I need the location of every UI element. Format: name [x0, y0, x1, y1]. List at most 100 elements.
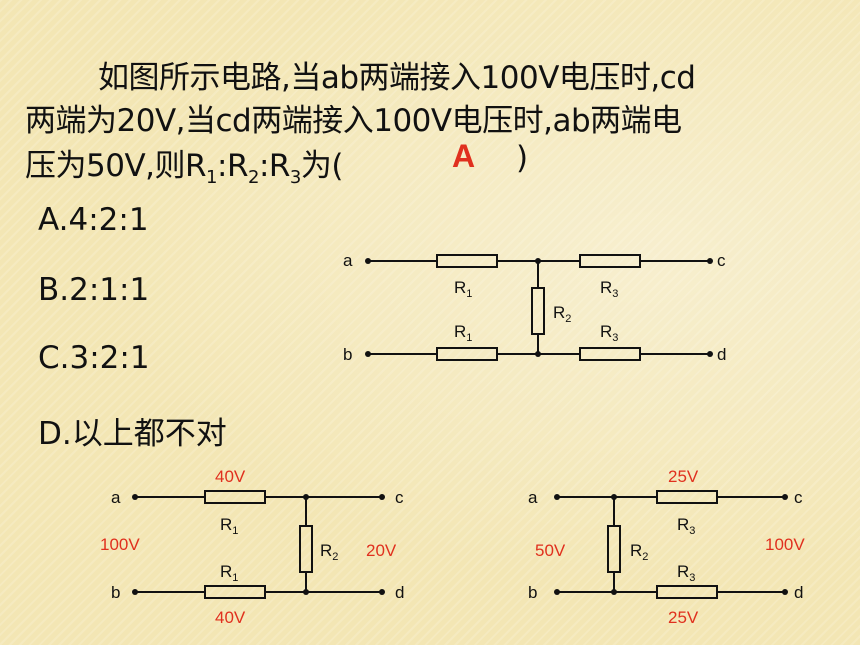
junction-bottom-dot	[535, 351, 541, 357]
label-b-left: b	[111, 583, 120, 602]
resistor-r2	[531, 287, 545, 335]
label-r-letter: R	[220, 562, 232, 581]
voltage-input-right: 100V	[765, 535, 805, 554]
voltage-bottom-right: 25V	[668, 608, 699, 627]
resistor-r1-top	[436, 254, 498, 268]
label-r-letter: R	[454, 278, 466, 297]
terminal-b-dot-left	[132, 589, 138, 595]
circuit-left	[135, 490, 382, 599]
answer-letter: A	[452, 138, 476, 174]
label-r2-left: R2	[320, 541, 338, 563]
option-d: D.以上都不对	[38, 416, 227, 452]
terminal-d-dot-left	[379, 589, 385, 595]
terminal-a-dot-left	[132, 494, 138, 500]
label-r2-right: R2	[630, 541, 648, 563]
resistor-r3-bottom	[579, 347, 641, 361]
option-c: C.3:2:1	[38, 340, 150, 376]
label-r1-bottom-left: R1	[220, 562, 238, 584]
terminal-a-dot-right	[554, 494, 560, 500]
terminal-c-dot-left	[379, 494, 385, 500]
label-r1-top: R1	[454, 278, 472, 300]
voltage-bottom-left: 40V	[215, 608, 246, 627]
label-r-sub: 3	[689, 572, 695, 584]
ratio-colon-1: :R	[217, 148, 248, 184]
label-r3-bottom: R3	[600, 322, 618, 344]
ratio-colon-2: :R	[258, 148, 290, 184]
label-r1-top-left: R1	[220, 515, 238, 537]
label-r2: R2	[553, 303, 571, 325]
junction-top-dot-right	[611, 494, 617, 500]
circuit-right	[557, 490, 785, 599]
voltage-output-right: 50V	[535, 541, 566, 560]
question-line-3-text: 压为50V,则R	[25, 148, 207, 184]
label-r1-bottom: R1	[454, 322, 472, 344]
label-r-sub: 2	[642, 551, 648, 563]
label-a-right: a	[528, 488, 538, 507]
terminal-d-dot-right	[782, 589, 788, 595]
junction-bottom-dot-right	[611, 589, 617, 595]
label-r-letter: R	[677, 515, 689, 534]
label-r-letter: R	[677, 562, 689, 581]
resistor-r3-bottom-right	[656, 585, 718, 599]
voltage-input-left: 100V	[100, 535, 140, 554]
label-r-sub: 1	[466, 332, 472, 344]
label-c: c	[717, 251, 726, 270]
label-r3-top-right: R3	[677, 515, 695, 537]
terminal-c-dot-right	[782, 494, 788, 500]
question-line-3: 压为50V,则R1:R2:R3为(	[25, 140, 343, 188]
terminal-b-dot	[365, 351, 371, 357]
resistor-r3-top-right	[656, 490, 718, 504]
label-r-letter: R	[600, 278, 612, 297]
label-r-letter: R	[630, 541, 642, 560]
label-r-sub: 3	[612, 288, 618, 300]
voltage-top-right: 25V	[668, 467, 699, 486]
voltage-output-left: 20V	[366, 541, 397, 560]
label-r-sub: 3	[689, 525, 695, 537]
subscript-1: 1	[206, 167, 217, 189]
terminal-b-dot-right	[554, 589, 560, 595]
label-r-sub: 1	[232, 572, 238, 584]
label-a-left: a	[111, 488, 121, 507]
resistor-r2-left	[299, 525, 313, 573]
label-r-letter: R	[320, 541, 332, 560]
terminal-c-dot	[707, 258, 713, 264]
label-r3-bottom-right: R3	[677, 562, 695, 584]
label-r-sub: 1	[232, 525, 238, 537]
junction-top-dot	[535, 258, 541, 264]
resistor-r3-top	[579, 254, 641, 268]
subscript-2: 2	[247, 167, 259, 189]
label-r-sub: 3	[612, 332, 618, 344]
resistor-r1-bottom	[436, 347, 498, 361]
question-line-1: 如图所示电路,当ab两端接入100V电压时,cd	[98, 60, 696, 96]
label-c-left: c	[395, 488, 404, 507]
voltage-top-left: 40V	[215, 467, 246, 486]
question-open-paren: 为(	[300, 148, 344, 184]
label-r3-top: R3	[600, 278, 618, 300]
junction-top-dot-left	[303, 494, 309, 500]
question-line-2: 两端为20V,当cd两端接入100V电压时,ab两端电	[25, 103, 682, 139]
label-r-sub: 2	[565, 313, 571, 325]
label-r-letter: R	[553, 303, 565, 322]
label-r-sub: 1	[466, 288, 472, 300]
label-r-sub: 2	[332, 551, 338, 563]
label-r-letter: R	[220, 515, 232, 534]
label-d-right: d	[794, 583, 803, 602]
resistor-r1-top-left	[204, 490, 266, 504]
label-d-left: d	[395, 583, 404, 602]
resistor-r2-right	[607, 525, 621, 573]
question-close-paren: )	[516, 140, 529, 176]
resistor-r1-bottom-left	[204, 585, 266, 599]
label-d: d	[717, 345, 726, 364]
terminal-a-dot	[365, 258, 371, 264]
label-r-letter: R	[600, 322, 612, 341]
option-b: B.2:1:1	[38, 272, 150, 308]
junction-bottom-dot-left	[303, 589, 309, 595]
label-c-right: c	[794, 488, 803, 507]
label-a: a	[343, 251, 353, 270]
option-a: A.4:2:1	[38, 202, 149, 238]
label-b: b	[343, 345, 352, 364]
circuit-main	[368, 254, 710, 361]
label-r-letter: R	[454, 322, 466, 341]
label-b-right: b	[528, 583, 537, 602]
